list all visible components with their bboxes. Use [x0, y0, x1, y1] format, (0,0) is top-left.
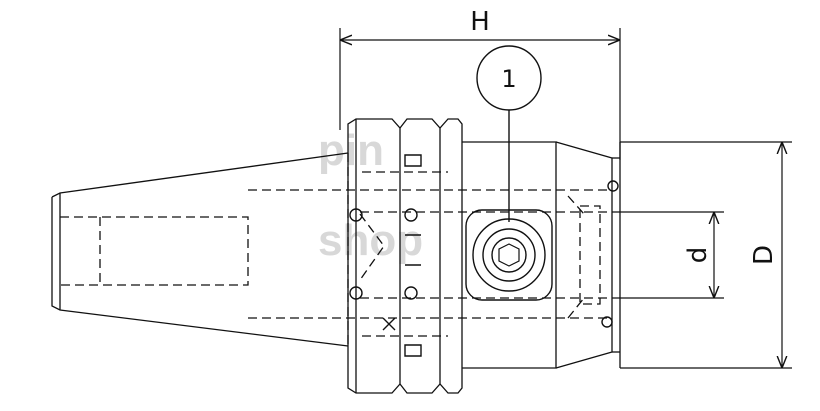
dimension-D-label: D — [749, 245, 779, 265]
watermark-line-1: pin — [318, 126, 384, 175]
taper-shank — [51, 152, 349, 347]
flange-screws — [349, 154, 619, 357]
dimension-D — [620, 141, 792, 369]
callout-number: 1 — [501, 65, 516, 93]
hidden-bore-lines — [248, 171, 612, 337]
flange — [347, 118, 463, 394]
dimension-d — [612, 211, 724, 299]
holder-body — [462, 141, 621, 369]
dimension-h-label: H — [470, 7, 490, 37]
dimension-d-label: d — [683, 247, 713, 264]
side-lock-screw — [465, 209, 553, 301]
callout-1: 1 — [476, 45, 542, 222]
watermark: pin shop — [318, 126, 423, 265]
dimension-h — [339, 28, 621, 160]
watermark-line-2: shop — [318, 216, 423, 265]
